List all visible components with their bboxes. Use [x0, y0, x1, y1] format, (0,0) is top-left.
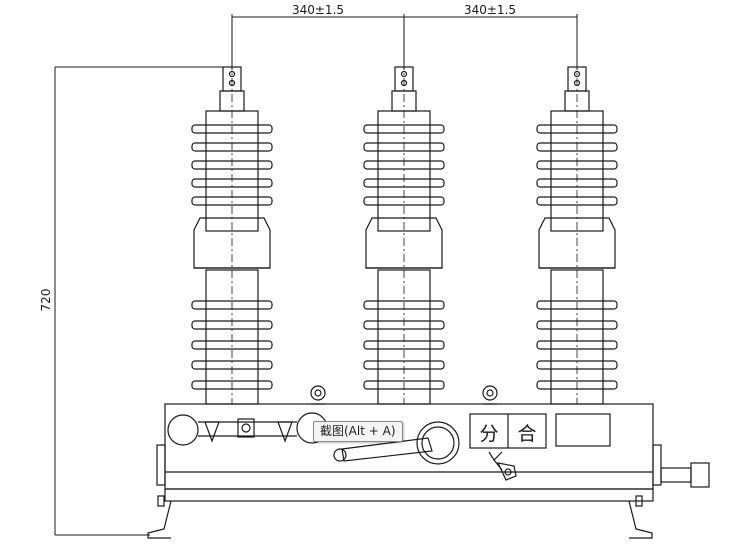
dimension-lines	[54, 14, 578, 536]
open-close-panel	[469, 413, 611, 449]
spacing-left-label: 340±1.5	[292, 3, 344, 17]
height-dimension-label: 720	[39, 289, 53, 312]
lifting-eye-right	[482, 385, 498, 405]
terminal-hole	[573, 70, 581, 78]
close-label: 合	[517, 423, 536, 445]
side-connector	[660, 462, 710, 488]
linkage-rod	[167, 412, 328, 446]
operating-handle	[488, 451, 517, 481]
lifting-eye-left	[310, 385, 326, 405]
terminal-hole	[228, 70, 236, 78]
pole-group	[191, 62, 618, 405]
spacing-right-label: 340±1.5	[464, 3, 516, 17]
pole-3	[536, 62, 618, 405]
terminal-hole	[400, 70, 408, 78]
pole-1	[191, 62, 273, 405]
screenshot-tooltip: 截图(Alt + A)	[313, 421, 403, 442]
pole-2	[363, 62, 445, 405]
base-frame	[147, 403, 662, 539]
open-label: 分	[479, 423, 498, 445]
